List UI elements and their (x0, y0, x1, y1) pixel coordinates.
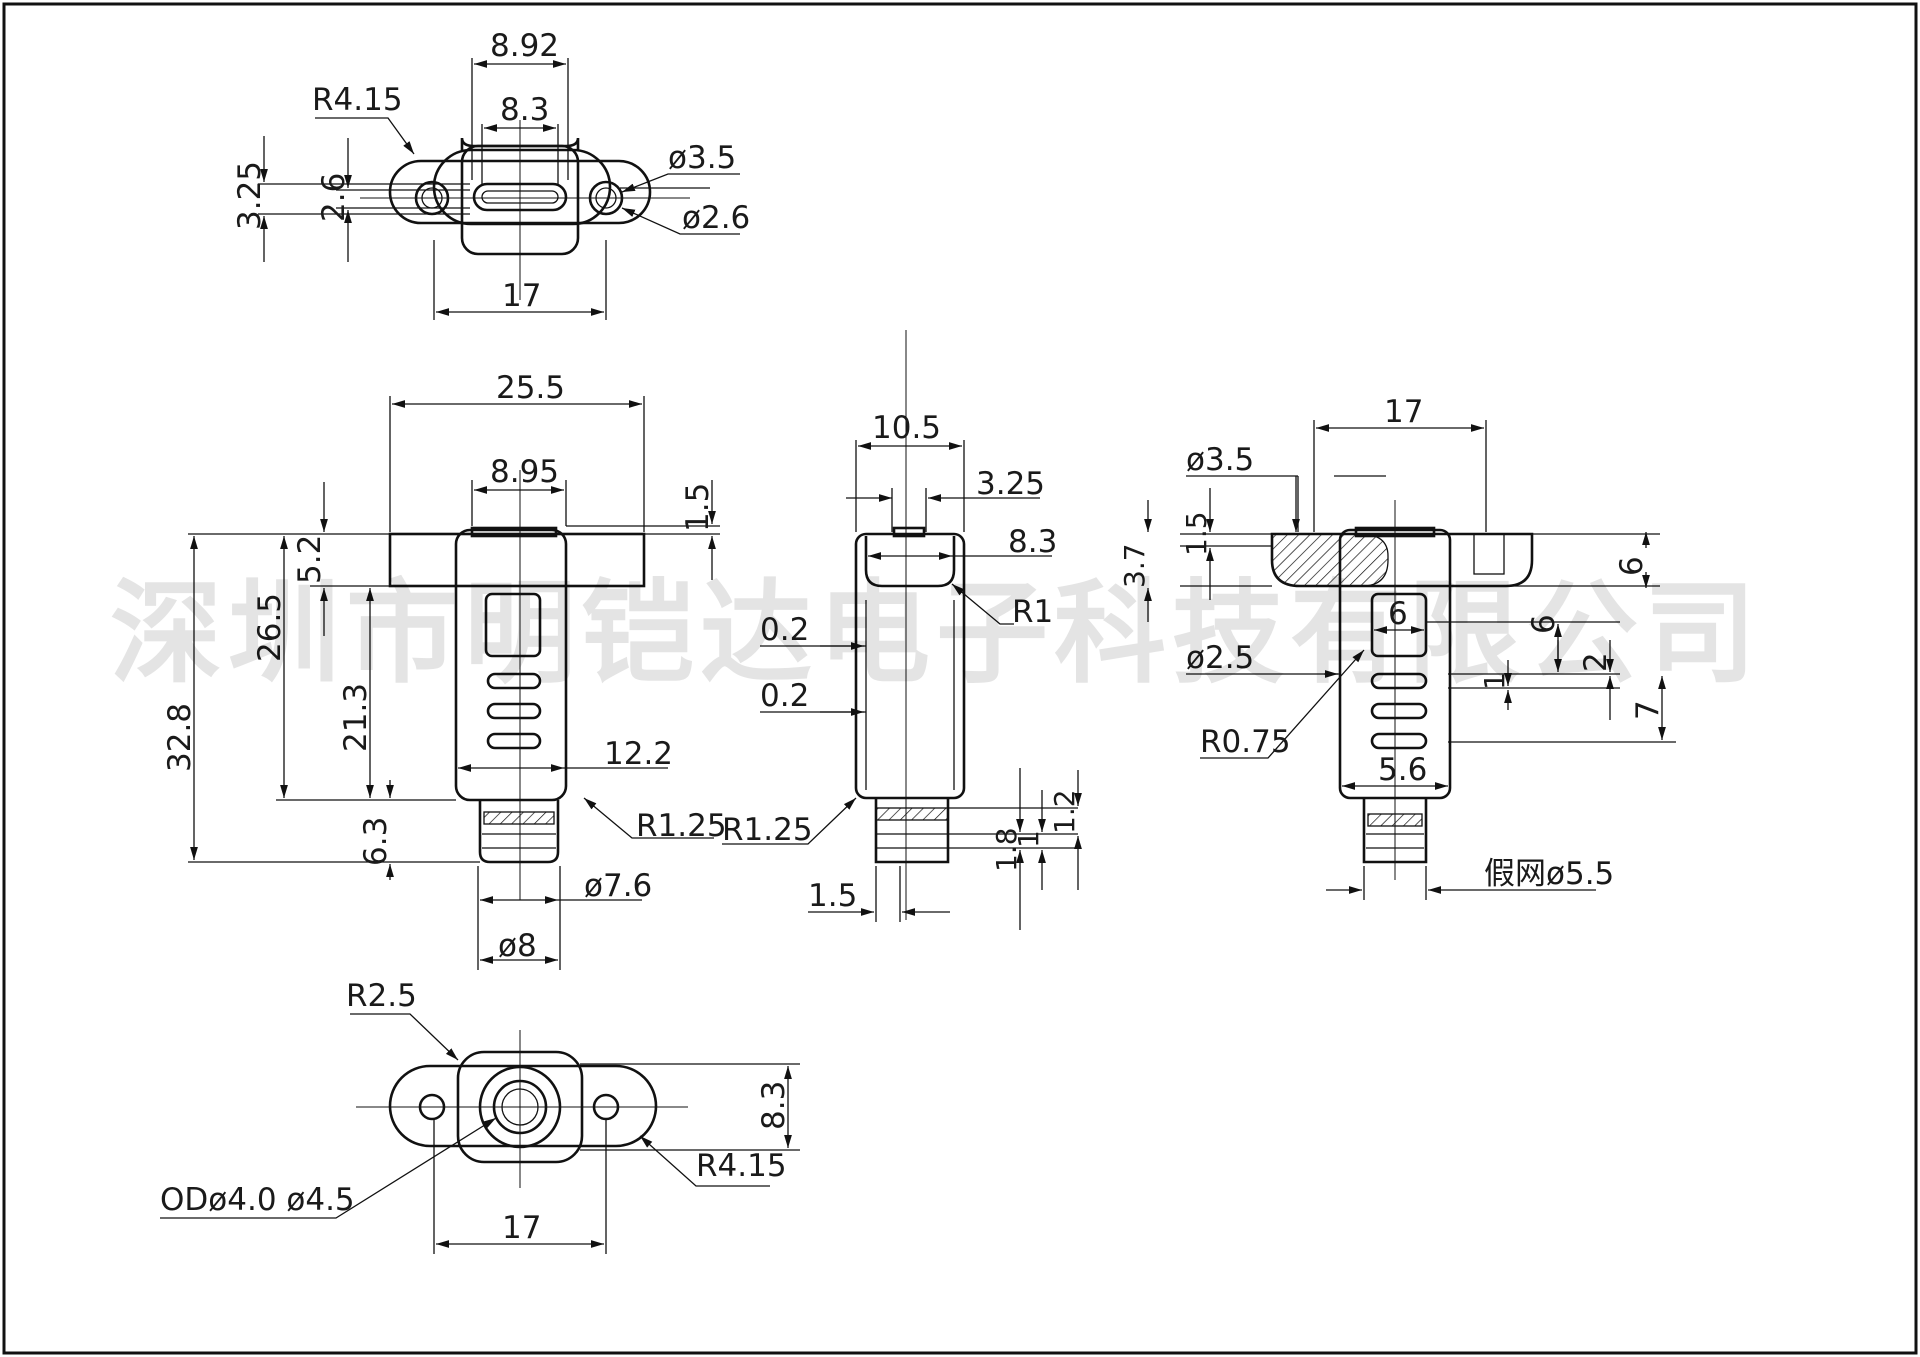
section-view (1144, 420, 1676, 900)
front-body-upper: 26.5 (252, 593, 288, 662)
front-body-width: 8.95 (490, 454, 559, 490)
bottom-pitch: 17 (502, 1210, 541, 1246)
front-total-height: 32.8 (162, 703, 198, 772)
bottom-radius-b: R4.15 (696, 1148, 787, 1184)
section-hole: ø3.5 (1186, 442, 1254, 478)
side-width: 10.5 (872, 410, 941, 446)
section-dummy-mesh: 假网ø5.5 (1484, 856, 1614, 892)
company-watermark: 深圳市明铠达电子科技有限公司 (110, 569, 1762, 699)
front-body-dia: 12.2 (604, 736, 673, 772)
bottom-radius-a: R2.5 (346, 978, 417, 1014)
front-body-lower: 6.3 (358, 817, 394, 866)
section-lower: 7 (1630, 700, 1666, 720)
top-width-inner: 8.3 (500, 92, 549, 128)
section-rib: 1 (1478, 672, 1511, 690)
side-rib-a: 1.8 (990, 827, 1023, 872)
side-gap-b: 0.2 (760, 678, 809, 714)
bottom-height: 8.3 (756, 1081, 792, 1130)
front-flange-height: 5.2 (292, 535, 328, 584)
section-step-b: 3.7 (1118, 543, 1151, 588)
front-flange-top: 1.5 (680, 483, 716, 532)
top-width-outer: 8.92 (490, 28, 559, 64)
bottom-view (160, 1013, 800, 1254)
top-hole-inner: ø2.6 (682, 200, 750, 236)
top-view (258, 58, 740, 320)
front-cable-dia-outer: ø8 (498, 928, 537, 964)
front-flange-width: 25.5 (496, 370, 565, 406)
side-inner: 8.3 (1008, 524, 1057, 560)
side-gap-a: 0.2 (760, 612, 809, 648)
top-height-outer: 3.25 (232, 161, 268, 230)
section-window-h: 6 (1526, 614, 1562, 634)
bottom-od-label: ODø4.0 ø4.5 (160, 1182, 355, 1218)
section-pin-hole: ø2.5 (1186, 640, 1254, 676)
front-cable-dia-inner: ø7.6 (584, 868, 652, 904)
side-offset: 3.25 (976, 466, 1045, 502)
front-body-mid: 21.3 (338, 683, 374, 752)
side-base: 1.5 (808, 878, 857, 914)
top-hole-outer: ø3.5 (668, 140, 736, 176)
section-neck: 5.6 (1378, 752, 1427, 788)
top-height-inner: 2.6 (316, 173, 352, 222)
section-right-top: 6 (1614, 556, 1650, 576)
front-view (188, 396, 720, 970)
side-view (722, 330, 1082, 930)
top-pitch: 17 (502, 278, 541, 314)
side-rib-c: 1.2 (1048, 789, 1081, 834)
front-radius-a: R1.25 (636, 808, 727, 844)
section-radius: R0.75 (1200, 724, 1291, 760)
side-radius: R1 (1012, 594, 1053, 630)
section-window: 6 (1388, 596, 1408, 632)
top-radius: R4.15 (312, 82, 403, 118)
side-radius-b: R1.25 (722, 812, 813, 848)
section-step-a: 1.5 (1180, 511, 1213, 556)
section-pitch: 17 (1384, 394, 1423, 430)
dimension-labels: 8.92 8.3 R4.15 3.25 2.6 ø3.5 ø2.6 17 25.… (160, 28, 1666, 1246)
side-rib-b: 1 (1012, 830, 1045, 848)
section-gap: 2 (1578, 652, 1614, 672)
